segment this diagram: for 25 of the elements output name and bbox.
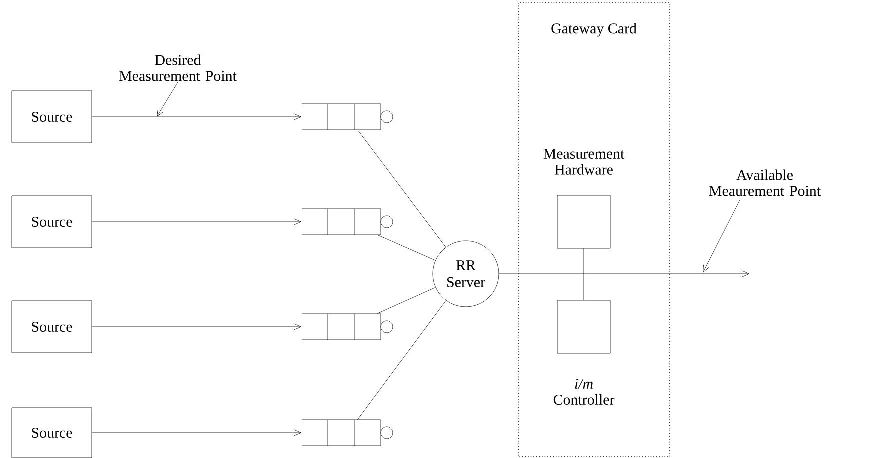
- queue: [302, 420, 394, 446]
- leader-line: [703, 200, 740, 273]
- connector-line: [377, 287, 436, 314]
- arrow: [92, 324, 302, 330]
- queue: [302, 208, 394, 236]
- connector-line: [358, 130, 446, 248]
- annotation-text: Available Meaurement Point: [709, 170, 821, 196]
- source-box: Source: [12, 196, 92, 248]
- leader-line: [157, 82, 178, 117]
- node-label: Measurement Hardware: [544, 149, 625, 175]
- queue: [302, 104, 394, 130]
- arrow: [92, 430, 302, 436]
- arrow: [92, 114, 302, 120]
- source-box: Source: [12, 408, 92, 458]
- connector-line: [358, 300, 446, 420]
- hardware-box: Measurement Hardware: [544, 149, 625, 249]
- source-box: Source: [12, 90, 92, 144]
- source-box: Source: [12, 300, 92, 354]
- annotation-text: Desired Measurement Point: [120, 54, 237, 82]
- arrow: [499, 270, 750, 278]
- queue: [302, 314, 394, 340]
- node-label: i/m Controller: [554, 379, 615, 405]
- arrow: [92, 218, 302, 226]
- hardware-box: i/m Controller: [554, 300, 615, 405]
- connector-line: [378, 235, 436, 261]
